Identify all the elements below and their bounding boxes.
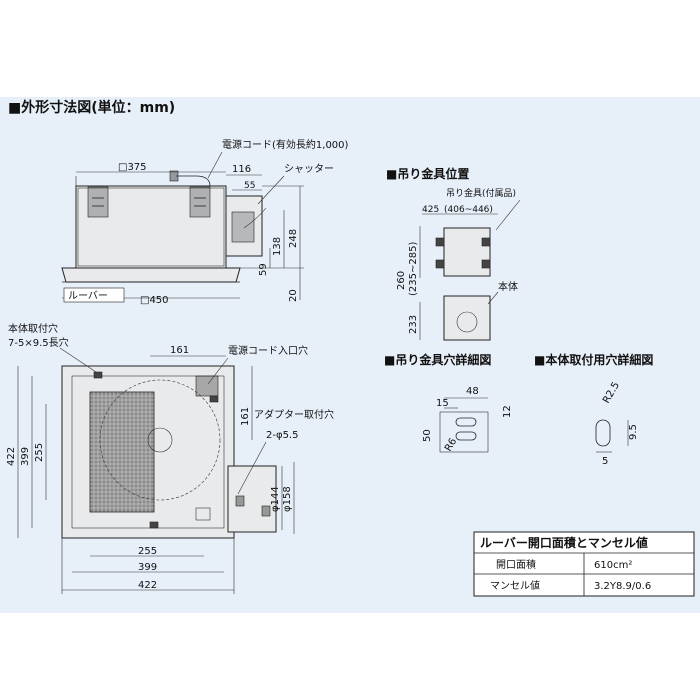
hanger-body (443, 227, 491, 277)
dim-235-285: (235~285) (408, 242, 419, 296)
dim-399-h: 399 (138, 562, 157, 573)
dim-20: 20 (288, 289, 299, 302)
body-label: 本体 (498, 280, 518, 293)
dim-15: 15 (436, 398, 449, 409)
dim-50: 50 (422, 429, 433, 442)
mount-hole (149, 521, 159, 529)
dim-233: 233 (408, 315, 419, 334)
hanger-bracket-left (87, 186, 109, 218)
dim-399-v: 399 (20, 447, 31, 466)
adapter-side (227, 465, 277, 533)
dim-55: 55 (244, 181, 255, 191)
dim-158: φ158 (282, 486, 293, 512)
hanger-accessory-label: 吊り金具(付属品) (446, 187, 516, 199)
dim-59: 59 (258, 263, 269, 276)
unit-body (75, 185, 227, 269)
dim-422-h: 422 (138, 580, 157, 591)
dim-260: 260 (396, 271, 407, 290)
hanger-position-heading: ■吊り金具位置 (386, 166, 469, 181)
mount-hole (93, 371, 103, 379)
hanger-slot (455, 417, 477, 427)
fan-circle (99, 379, 221, 501)
dim-450: □450 (140, 295, 169, 306)
dim-255-v: 255 (34, 443, 45, 462)
shutter (231, 211, 255, 243)
dim-161-top: 161 (170, 345, 189, 356)
dim-r25: R2.5 (601, 380, 622, 405)
adapter-hole-size: 2-φ5.5 (266, 430, 298, 441)
page-title: ■外形寸法図(単位：mm) (8, 99, 175, 116)
shutter-label: シャッター (284, 163, 334, 175)
hanger-hole-plate (439, 411, 489, 453)
hanger-position: ■吊り金具位置 吊り金具(付属品) 425 (406~446) 260 (235… (386, 166, 521, 341)
cord-inlet-label: 電源コード入口穴 (228, 344, 308, 357)
mount-hole-size: 7-5×9.5長穴 (8, 336, 69, 349)
dim-422-v: 422 (6, 447, 17, 466)
mount-hole-detail: ■本体取付用穴詳細図 R2.5 9.5 5 (534, 352, 653, 467)
dim-161-side: 161 (240, 407, 251, 426)
dim-5: 5 (602, 456, 608, 467)
cord-inlet (195, 375, 219, 397)
mount-hole-label: 本体取付穴 (8, 322, 58, 335)
louver-label: ルーバー (68, 290, 108, 302)
dim-138: 138 (272, 237, 283, 256)
dim-248: 248 (288, 229, 299, 248)
dim-12: 12 (502, 405, 513, 418)
hanger-hole-heading: ■吊り金具穴詳細図 (384, 352, 491, 367)
dim-144: φ144 (270, 486, 281, 512)
dim-425: 425 (422, 205, 439, 215)
dim-116: 116 (232, 164, 251, 175)
spec-table: ルーバー開口面積とマンセル値 開口面積 610cm² マンセル値 3.2Y8.9… (473, 531, 695, 597)
plan-view: 422 399 255 161 161 φ144 φ158 255 399 42… (6, 322, 334, 594)
spec-row-label: マンセル値 (490, 579, 540, 592)
power-cord (176, 175, 211, 187)
hanger-body-lower (443, 295, 491, 341)
mount-hole-heading: ■本体取付用穴詳細図 (534, 352, 653, 367)
adapter-hole-label: アダプター取付穴 (254, 408, 334, 421)
hanger-hole-detail: ■吊り金具穴詳細図 48 15 12 50 R6 (384, 352, 513, 454)
louver-grille (61, 267, 241, 283)
dim-375: □375 (118, 162, 147, 173)
mount-slot (595, 419, 611, 447)
cord-label: 電源コード(有効長約1,000) (222, 138, 349, 151)
mount-hole (209, 395, 219, 403)
spec-row-value: 3.2Y8.9/0.6 (594, 581, 651, 592)
spec-row-value: 610cm² (594, 560, 632, 571)
spec-table-header: ルーバー開口面積とマンセル値 (480, 535, 648, 550)
dim-95: 9.5 (628, 424, 639, 440)
dim-48: 48 (466, 386, 479, 397)
dim-255-h: 255 (138, 546, 157, 557)
hanger-bracket-right (189, 186, 211, 218)
spec-row-label: 開口面積 (496, 558, 536, 571)
dim-406-446: (406~446) (444, 205, 493, 215)
side-view: □375 116 55 248 138 59 20 □450 電源コード(有効長… (61, 138, 349, 306)
